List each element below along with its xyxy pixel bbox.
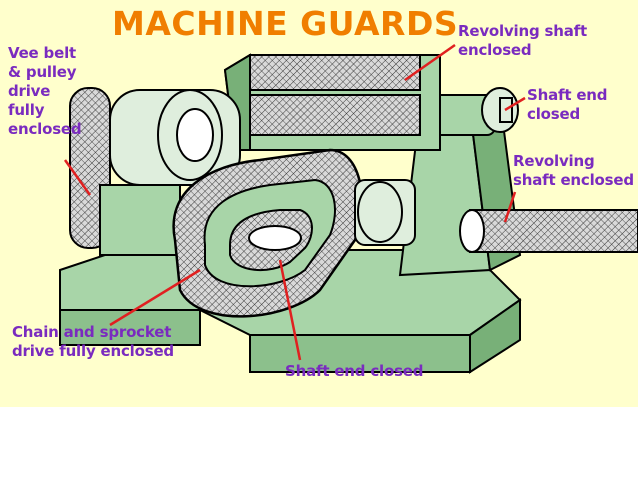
right-shaft-guard xyxy=(459,209,638,253)
label-revolving-shaft-top: Revolving shaft enclosed xyxy=(458,22,587,59)
leader-revolving-shaft-top xyxy=(404,43,456,82)
label-vee-belt-drive: Vee belt & pulley drive fully enclosed xyxy=(8,44,82,138)
chain-sprocket-guard xyxy=(172,148,364,318)
label-shaft-end-right: Shaft end closed xyxy=(527,86,608,123)
middle-bearing xyxy=(354,179,416,246)
top-roller-housing xyxy=(223,53,441,151)
leader-shaft-end-bottom xyxy=(278,259,302,361)
machine-illustration xyxy=(59,43,638,374)
blank-area xyxy=(0,407,638,479)
leader-chain-sprocket xyxy=(109,268,201,327)
leader-lines xyxy=(63,43,526,361)
leader-revolving-shaft-right xyxy=(503,191,517,223)
leader-vee-belt xyxy=(63,159,92,196)
leader-shaft-end-right xyxy=(504,96,526,112)
label-shaft-end-bottom: Shaft end closed xyxy=(285,362,424,380)
label-chain-sprocket: Chain and sprocket drive fully enclosed xyxy=(12,323,174,360)
label-revolving-shaft-right: Revolving shaft enclosed xyxy=(513,152,634,189)
page-title: MACHINE GUARDS xyxy=(112,4,459,43)
slide: MACHINE GUARDS Vee belt & pulley drive f… xyxy=(0,0,638,407)
